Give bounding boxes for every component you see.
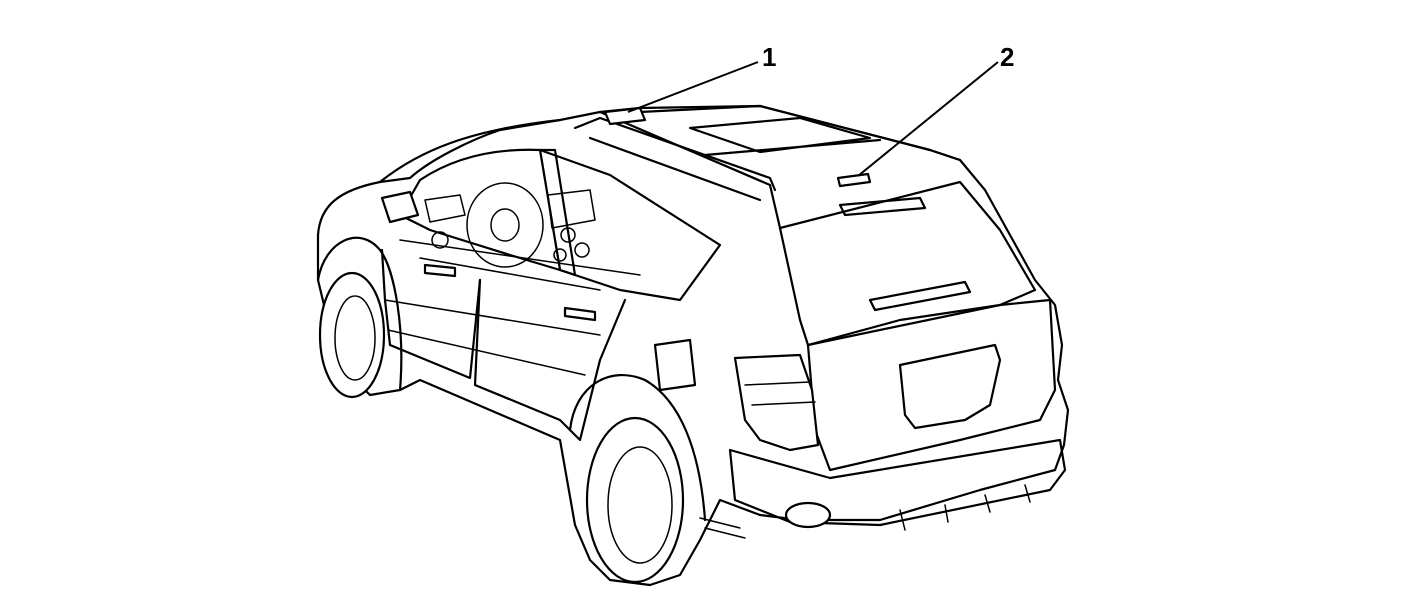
sunroof-panel bbox=[688, 116, 882, 157]
roof-rail-rear bbox=[638, 104, 962, 162]
tail-lamp bbox=[733, 353, 820, 452]
fuel-door bbox=[653, 338, 697, 392]
bumper-grooves bbox=[899, 484, 1031, 531]
front-wheel-rim bbox=[334, 295, 376, 381]
liftgate-lower bbox=[806, 298, 1057, 472]
front-wheel-arch bbox=[316, 236, 403, 392]
front-door-handle bbox=[423, 263, 457, 278]
dash-line bbox=[399, 239, 641, 291]
dash-vent-left bbox=[431, 231, 449, 249]
rear-wheel-rim bbox=[607, 446, 673, 564]
rear-bumper bbox=[728, 438, 1067, 527]
dash-control-3 bbox=[553, 248, 567, 262]
rear-wheel-arch bbox=[568, 374, 707, 522]
tail-lamp-detail bbox=[744, 381, 816, 406]
b-pillar bbox=[538, 148, 577, 277]
callout-2-leader bbox=[857, 61, 999, 177]
door-trim bbox=[384, 299, 601, 376]
steering-hub bbox=[490, 208, 520, 242]
roof-line bbox=[378, 110, 782, 230]
callout-1-label: 1 bbox=[762, 42, 776, 72]
license-plate-recess bbox=[898, 343, 1002, 430]
side-mirror bbox=[380, 190, 420, 224]
rear-fog-lamp bbox=[784, 501, 832, 529]
rear-tire bbox=[585, 416, 685, 584]
dash-control-2 bbox=[574, 242, 590, 258]
steering-wheel bbox=[466, 182, 544, 268]
roof-rail bbox=[573, 116, 777, 202]
dash-control-1 bbox=[560, 227, 576, 243]
vehicle-illustration bbox=[316, 104, 1070, 587]
rear-wiper bbox=[868, 280, 972, 312]
spoiler-brake-light bbox=[838, 196, 927, 217]
instrument-cluster bbox=[424, 189, 596, 229]
callout-2-label: 2 bbox=[1000, 42, 1014, 72]
front-door bbox=[380, 248, 482, 380]
callout-1-leader bbox=[627, 61, 759, 113]
bumper-vents bbox=[699, 517, 746, 539]
rear-door-handle bbox=[563, 306, 597, 322]
roof-component-1 bbox=[603, 106, 647, 126]
front-tire bbox=[318, 271, 386, 399]
